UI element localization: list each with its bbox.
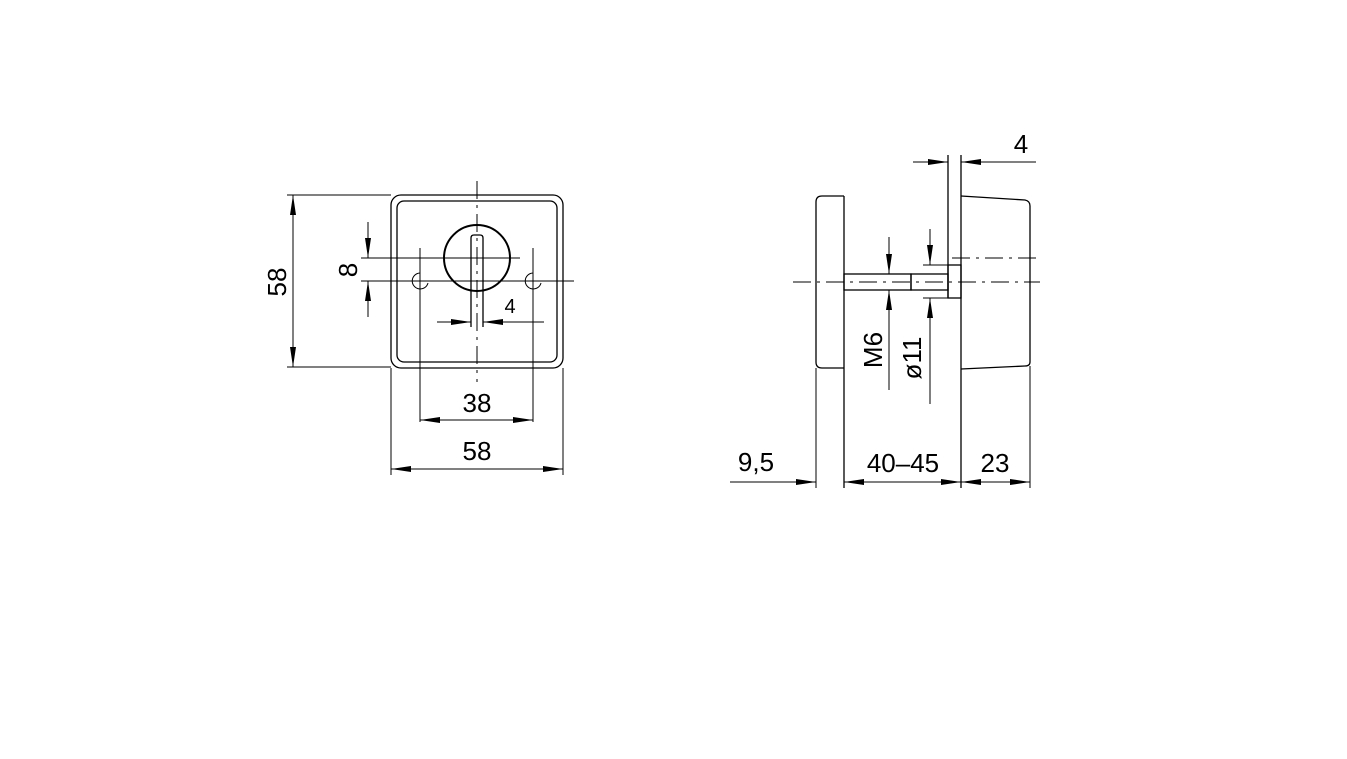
width-dimension-label: 58: [463, 436, 492, 466]
key-slot: [470, 234, 484, 327]
body-depth-label: 23: [981, 448, 1010, 478]
front-view: 8 58 4 38 58: [262, 181, 574, 475]
offset-dimension-label: 8: [333, 263, 363, 277]
plate-thickness-label: 4: [1014, 129, 1028, 159]
door-thickness-label: 40–45: [867, 448, 939, 478]
diameter-label: ø11: [897, 337, 927, 380]
side-view: 4 M6 ø11 9,5 40–45 23: [730, 129, 1040, 488]
rosette-thickness-label: 9,5: [738, 447, 774, 477]
thread-label: M6: [858, 332, 888, 368]
hole-spacing-label: 38: [463, 388, 492, 418]
height-dimension-label: 58: [262, 268, 292, 297]
screw-hole-right: [524, 248, 542, 422]
inner-body: [960, 195, 1031, 370]
screw-hole-left: [411, 248, 429, 422]
outer-rosette: [815, 195, 844, 369]
slot-width-label: 4: [504, 296, 515, 318]
